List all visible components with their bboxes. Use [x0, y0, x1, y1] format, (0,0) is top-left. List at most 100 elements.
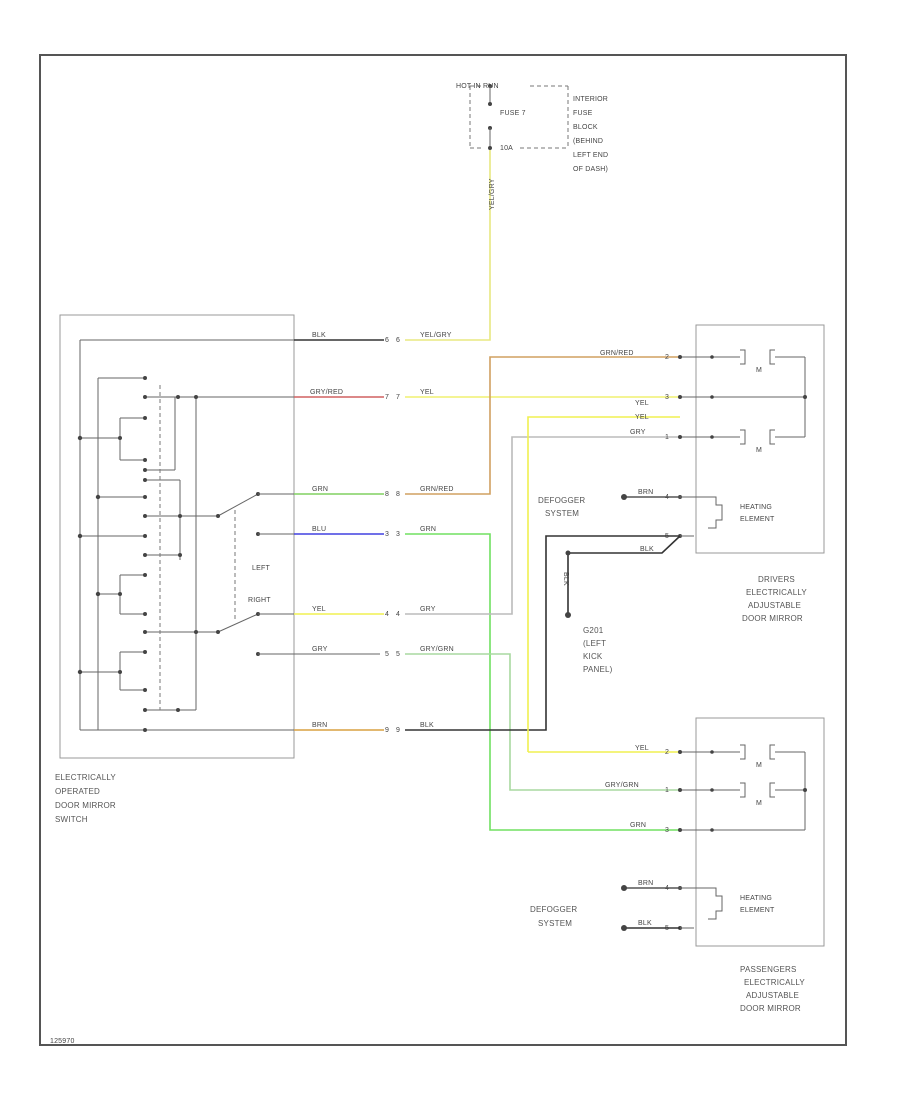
wire-blk-pin6: BLK 6 6 YEL/GRY [294, 332, 486, 344]
svg-text:5: 5 [385, 651, 389, 658]
svg-text:GRN: GRN [312, 486, 328, 493]
svg-text:1: 1 [665, 787, 669, 794]
svg-text:6: 6 [385, 337, 389, 344]
svg-text:OF DASH): OF DASH) [573, 166, 608, 173]
ground-g201: BLK BLK G201 (LEFT KICK PANEL) [562, 535, 681, 674]
svg-text:2: 2 [665, 749, 669, 756]
svg-text:5: 5 [396, 651, 400, 658]
svg-text:YEL: YEL [420, 389, 434, 396]
svg-text:M: M [756, 447, 762, 454]
passenger-mirror-name: PASSENGERS ELECTRICALLY ADJUSTABLE DOOR … [740, 965, 805, 1013]
svg-text:ELECTRICALLY: ELECTRICALLY [746, 588, 807, 597]
fuse-block: HOT IN RUN FUSE 7 10A INTERIOR FUSE BLOC… [456, 83, 608, 341]
svg-text:BRN: BRN [638, 489, 653, 496]
svg-text:BLK: BLK [562, 572, 569, 586]
svg-text:(LEFT: (LEFT [583, 639, 606, 648]
svg-text:9: 9 [396, 727, 400, 734]
svg-text:7: 7 [396, 394, 400, 401]
svg-text:6: 6 [396, 337, 400, 344]
driver-mirror-internals: M M 2 3 1 4 5 HEATING ELEMENT [665, 349, 807, 540]
svg-text:GRN/RED: GRN/RED [420, 486, 454, 493]
svg-text:DRIVERS: DRIVERS [758, 575, 795, 584]
svg-text:G201: G201 [583, 626, 604, 635]
svg-text:3: 3 [665, 827, 669, 834]
svg-text:SYSTEM: SYSTEM [538, 919, 572, 928]
svg-text:SWITCH: SWITCH [55, 815, 88, 824]
svg-text:4: 4 [385, 611, 389, 618]
svg-text:GRN: GRN [630, 822, 646, 829]
switch-right-label: RIGHT [248, 597, 271, 604]
switch-name: ELECTRICALLY OPERATED DOOR MIRROR SWITCH [55, 773, 116, 824]
svg-text:INTERIOR: INTERIOR [573, 96, 608, 103]
svg-text:DEFOGGER: DEFOGGER [530, 905, 577, 914]
svg-text:GRN/RED: GRN/RED [600, 350, 634, 357]
svg-text:LEFT END: LEFT END [573, 152, 608, 159]
svg-text:3: 3 [665, 394, 669, 401]
svg-text:M: M [756, 367, 762, 374]
fuse-amp-label: 10A [500, 145, 513, 152]
wire-blu-pin3: BLU 3 3 GRN GRN [294, 526, 680, 831]
svg-text:GRY/GRN: GRY/GRN [605, 782, 639, 789]
wire-yel-cross: YEL YEL YEL [527, 400, 680, 753]
wire-gryred-pin7: GRY/RED 7 7 YEL [294, 389, 680, 401]
svg-text:PANEL): PANEL) [583, 665, 613, 674]
svg-text:PASSENGERS: PASSENGERS [740, 965, 797, 974]
svg-text:ELEMENT: ELEMENT [740, 907, 775, 914]
svg-text:YEL: YEL [312, 606, 326, 613]
svg-text:3: 3 [396, 531, 400, 538]
svg-text:SYSTEM: SYSTEM [545, 509, 579, 518]
svg-text:GRY: GRY [630, 429, 646, 436]
svg-text:BLU: BLU [312, 526, 326, 533]
wire-brn-pin9: BRN 9 9 BLK [294, 535, 680, 734]
svg-text:ELECTRICALLY: ELECTRICALLY [55, 773, 116, 782]
svg-text:BLK: BLK [420, 722, 434, 729]
driver-defogger: BRN DEFOGGER SYSTEM [538, 489, 680, 518]
svg-text:YEL: YEL [635, 400, 649, 407]
svg-text:BLK: BLK [640, 546, 654, 553]
svg-text:GRY: GRY [420, 606, 436, 613]
feed-wire-label: YEL/GRY [489, 178, 496, 210]
passenger-mirror-box [695, 717, 825, 947]
wire-grn-pin8: GRN 8 8 GRN/RED GRN/RED [294, 350, 680, 498]
diagram-frame [39, 54, 847, 1046]
svg-text:4: 4 [396, 611, 400, 618]
svg-text:8: 8 [396, 491, 400, 498]
svg-text:YEL/GRY: YEL/GRY [420, 332, 452, 339]
svg-text:M: M [756, 762, 762, 769]
svg-text:8: 8 [385, 491, 389, 498]
svg-text:KICK: KICK [583, 652, 603, 661]
switch-left-label: LEFT [252, 565, 270, 572]
svg-text:DOOR MIRROR: DOOR MIRROR [742, 614, 803, 623]
svg-text:GRY: GRY [312, 646, 328, 653]
wire-gry-pin5: GRY 5 5 GRY/GRN GRY/GRN [312, 646, 680, 791]
svg-text:5: 5 [665, 533, 669, 540]
svg-text:OPERATED: OPERATED [55, 787, 100, 796]
svg-text:BRN: BRN [638, 880, 653, 887]
svg-text:1: 1 [665, 434, 669, 441]
svg-text:YEL: YEL [635, 745, 649, 752]
mirror-switch-box [59, 314, 295, 759]
fuse-block-location: INTERIOR FUSE BLOCK (BEHIND LEFT END OF … [573, 96, 608, 173]
svg-text:9: 9 [385, 727, 389, 734]
hot-in-run-label: HOT IN RUN [456, 83, 499, 90]
svg-text:M: M [756, 800, 762, 807]
svg-text:DOOR MIRROR: DOOR MIRROR [55, 801, 116, 810]
svg-text:DEFOGGER: DEFOGGER [538, 496, 585, 505]
wire-yel-pin4: YEL 4 4 GRY GRY [294, 429, 680, 618]
passenger-defogger: BRN BLK DEFOGGER SYSTEM [530, 880, 680, 931]
svg-text:BRN: BRN [312, 722, 327, 729]
svg-text:ELEMENT: ELEMENT [740, 516, 775, 523]
svg-text:7: 7 [385, 394, 389, 401]
svg-text:BLK: BLK [638, 920, 652, 927]
svg-text:ADJUSTABLE: ADJUSTABLE [746, 991, 799, 1000]
driver-mirror-name: DRIVERS ELECTRICALLY ADJUSTABLE DOOR MIR… [742, 575, 807, 623]
driver-mirror-box [695, 324, 825, 554]
svg-text:GRN: GRN [420, 526, 436, 533]
svg-text:3: 3 [385, 531, 389, 538]
svg-text:ELECTRICALLY: ELECTRICALLY [744, 978, 805, 987]
svg-text:2: 2 [665, 354, 669, 361]
svg-text:YEL: YEL [635, 414, 649, 421]
svg-text:ADJUSTABLE: ADJUSTABLE [748, 601, 801, 610]
svg-text:BLK: BLK [312, 332, 326, 339]
